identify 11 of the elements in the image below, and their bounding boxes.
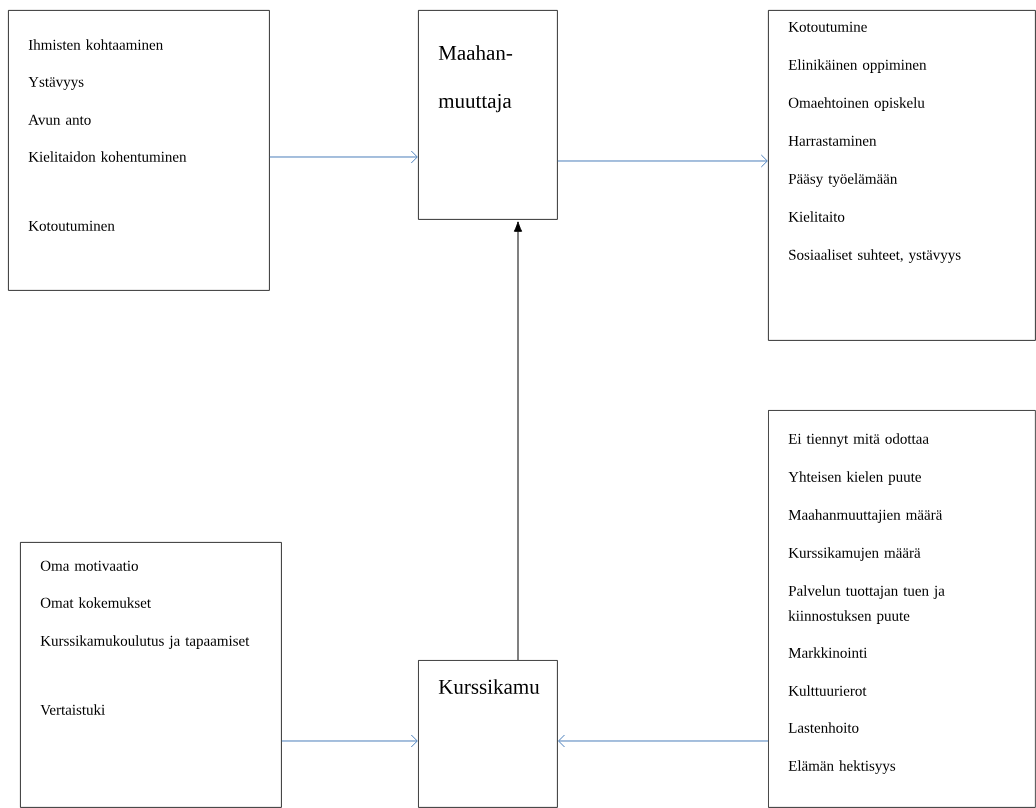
arrow xyxy=(281,734,418,748)
text-box: Ei tiennyt mitä odottaa Yhteisen kielen puute Maahanmuuttajien määrä Kurssikamujen määrä Palvelun tuottajan tuen ja kiinnostuksen puute Markkinointi Kulttuurierot Lastenhoito Elämän hektisyys xyxy=(768,410,1036,808)
text-box: Maahan-muuttaja xyxy=(418,10,558,220)
text-box: Ihmisten kohtaaminen Ystävyys Avun anto Kielitaidon kohentuminen Kotoutuminen xyxy=(8,10,270,291)
text-box: Kotoutumine Elinikäinen oppiminen Omaehtoinen opiskelu Harrastaminen Pääsy työelämään Kielitaito Sosiaaliset suhteet, ystävyys xyxy=(768,10,1036,341)
text-box: Oma motivaatio Omat kokemukset Kurssikamukoulutus ja tapaamiset Vertaistuki xyxy=(20,542,282,808)
arrow xyxy=(513,221,523,661)
arrow xyxy=(557,154,768,168)
text-box: Kurssikamu xyxy=(418,660,558,808)
arrow xyxy=(269,150,418,164)
arrow xyxy=(558,734,769,748)
